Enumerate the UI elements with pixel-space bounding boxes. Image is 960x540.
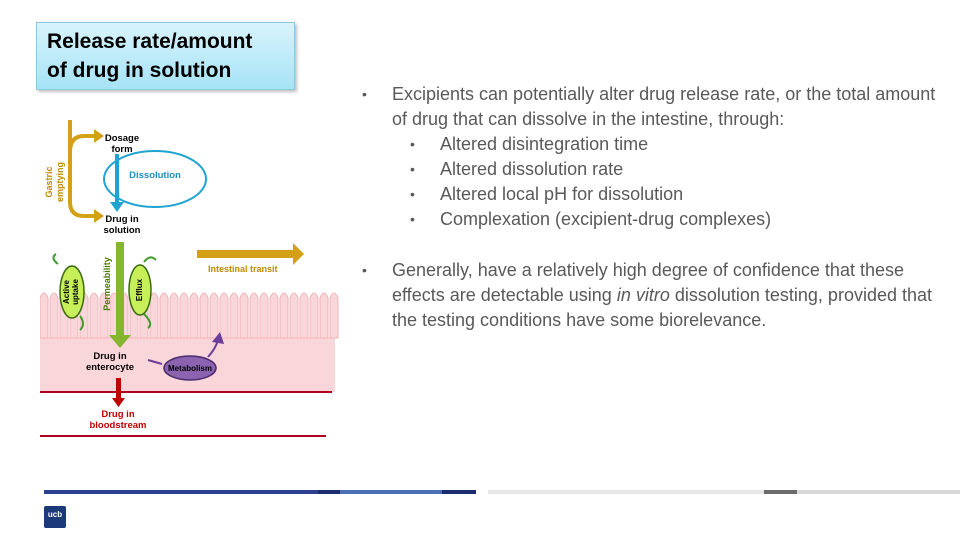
bullet-symbol: • xyxy=(410,161,415,177)
active-uptake-arrow xyxy=(52,253,59,265)
footer-bar-segment xyxy=(797,490,960,494)
metabolism-label: Metabolism xyxy=(168,364,212,373)
gastric-label-2: emptying xyxy=(55,162,65,202)
sub-bullet-text-3: Altered local pH for dissolution xyxy=(440,184,684,204)
absorption-diagram-svg: Gastric emptying Dosage form Dissolution… xyxy=(40,120,339,437)
villus xyxy=(289,292,299,339)
active-uptake-label-2: uptake xyxy=(71,279,80,305)
villus xyxy=(209,292,219,339)
drug-in-solution-label-2: solution xyxy=(104,225,141,236)
efflux-arrow-tail xyxy=(143,313,152,329)
villus xyxy=(259,292,269,339)
bullet-item-1: • Excipients can potentially alter drug … xyxy=(362,82,937,132)
footer-bar-segment xyxy=(44,490,318,494)
bullet-item-2: • Generally, have a relatively high degr… xyxy=(362,258,937,333)
bullet-symbol: • xyxy=(410,211,415,227)
dosage-form-label-1: Dosage xyxy=(105,133,139,144)
drug-in-bloodstream-label-2: bloodstream xyxy=(89,420,146,431)
title-line-1: Release rate/amount xyxy=(47,30,253,53)
bullet-text-2-italic: in vitro xyxy=(616,285,670,305)
drug-in-enterocyte-label-2: enterocyte xyxy=(86,362,134,373)
villus xyxy=(40,292,49,339)
villus xyxy=(279,292,289,339)
bloodstream-arrowhead xyxy=(112,398,125,407)
bullet-text-2-after: dissolution testing, provided that the t… xyxy=(392,285,933,330)
bullet-symbol: • xyxy=(362,262,367,278)
footer-bar-segment xyxy=(318,490,340,494)
drug-in-bloodstream-label-1: Drug in xyxy=(101,409,134,420)
sub-bullet-text-4: Complexation (excipient-drug complexes) xyxy=(440,209,772,229)
title-box: Release rate/amount of drug in solution xyxy=(36,22,295,90)
bullet-text-1: Excipients can potentially alter drug re… xyxy=(392,84,936,129)
active-uptake-label-1: Active xyxy=(62,279,71,304)
permeability-arrowhead xyxy=(109,335,131,348)
villus xyxy=(169,292,179,339)
dosage-form-label-2: form xyxy=(111,144,132,155)
gastric-arrowhead-1 xyxy=(94,129,104,143)
villus xyxy=(149,292,159,339)
title-line-2: of drug in solution xyxy=(47,59,232,82)
villus xyxy=(179,292,189,339)
sub-bullet-item-2: • Altered dissolution rate xyxy=(410,157,937,182)
villus xyxy=(229,292,239,339)
ucb-logo: ucb xyxy=(44,506,66,528)
intestinal-transit-arrowhead xyxy=(293,243,304,265)
sub-bullet-text-2: Altered dissolution rate xyxy=(440,159,624,179)
villus xyxy=(269,292,279,339)
active-uptake-transporter xyxy=(59,265,85,319)
footer-bar-segment xyxy=(488,490,764,494)
bullet-symbol: • xyxy=(410,136,415,152)
footer-bar-segment xyxy=(442,490,476,494)
intestinal-transit-arrow xyxy=(197,250,293,258)
dissolution-label: Dissolution xyxy=(129,170,181,181)
drug-in-solution-label-1: Drug in xyxy=(105,214,138,225)
sub-bullet-item-3: • Altered local pH for dissolution xyxy=(410,182,937,207)
bullet-text-2-before: Generally, have a relatively high degree… xyxy=(392,260,904,305)
gastric-label-1: Gastric xyxy=(44,166,54,197)
villus xyxy=(199,292,209,339)
sub-bullet-item-1: • Altered disintegration time xyxy=(410,132,937,157)
villus xyxy=(99,292,109,339)
metabolism-connector xyxy=(147,359,163,365)
dissolution-arrow xyxy=(115,154,119,202)
footer-bar-segment xyxy=(340,490,442,494)
intestinal-transit-label: Intestinal transit xyxy=(208,264,278,274)
permeability-label: Permeability xyxy=(102,257,112,311)
footer-bar-segment xyxy=(764,490,797,494)
bullet-symbol: • xyxy=(362,86,367,102)
drug-in-enterocyte-label-1: Drug in xyxy=(93,351,126,362)
villus xyxy=(329,292,339,339)
bloodstream-arrow xyxy=(116,378,121,398)
villus xyxy=(309,292,319,339)
absorption-diagram: Gastric emptying Dosage form Dissolution… xyxy=(40,112,340,442)
ucb-logo-text: ucb xyxy=(47,510,63,519)
bullet-list: • Excipients can potentially alter drug … xyxy=(362,82,937,333)
villus xyxy=(319,292,329,339)
villus xyxy=(189,292,199,339)
active-uptake-arrow-tail xyxy=(79,315,84,331)
villus xyxy=(249,292,259,339)
sub-bullet-item-4: • Complexation (excipient-drug complexes… xyxy=(410,207,937,232)
dissolution-circle xyxy=(103,150,207,208)
gastric-arrowhead-2 xyxy=(94,209,104,223)
villus xyxy=(239,292,249,339)
bullet-text-2: Generally, have a relatively high degree… xyxy=(392,258,937,333)
dissolution-arrowhead xyxy=(110,202,124,212)
villus xyxy=(89,292,99,339)
gastric-emptying-arrow xyxy=(68,120,94,218)
villus xyxy=(159,292,169,339)
permeability-arrow xyxy=(116,242,124,335)
metabolism-shape xyxy=(163,355,217,381)
bullet-symbol: • xyxy=(410,186,415,202)
sub-bullet-text-1: Altered disintegration time xyxy=(440,134,649,154)
efflux-label: Efflux xyxy=(135,278,144,301)
villus xyxy=(299,292,309,339)
villus xyxy=(219,292,229,339)
villus xyxy=(49,292,59,339)
efflux-transporter xyxy=(128,264,152,316)
efflux-arrow xyxy=(143,256,157,263)
metabolism-arrowhead xyxy=(212,332,224,344)
